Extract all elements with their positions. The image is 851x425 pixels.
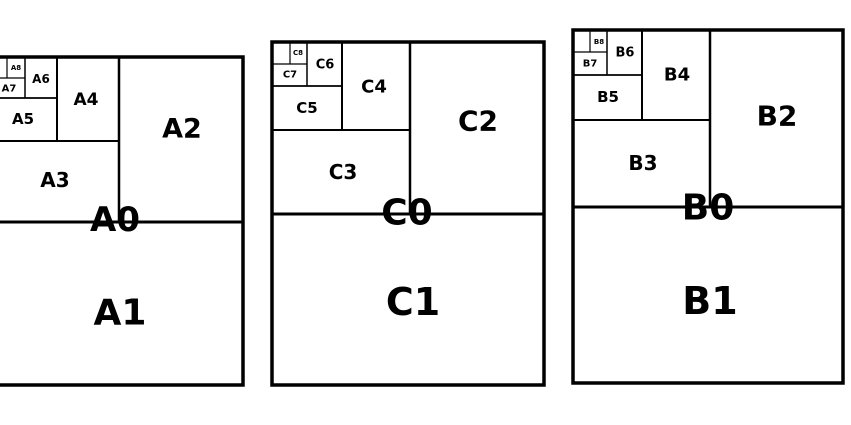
c1-label: C1 xyxy=(386,280,440,324)
b2-label: B2 xyxy=(757,100,798,133)
b-series-diagram: B0 B1 B2 B3 B4 B5 B6 B7 B8 xyxy=(571,28,845,385)
b3-label: B3 xyxy=(628,151,657,175)
a1-label: A1 xyxy=(94,293,147,334)
a8-label: A8 xyxy=(11,64,21,72)
c2-label: C2 xyxy=(458,105,498,138)
c5-label: C5 xyxy=(296,99,317,117)
a2-label: A2 xyxy=(162,114,202,145)
b4-label: B4 xyxy=(664,65,690,86)
a7-label: A7 xyxy=(2,84,17,95)
a6-label: A6 xyxy=(32,72,50,86)
c7-label: C7 xyxy=(283,70,297,81)
b5-label: B5 xyxy=(597,88,619,106)
c-series-diagram: C0 C1 C2 C3 C4 C5 C6 C7 C8 xyxy=(270,40,546,387)
b1-label: B1 xyxy=(682,279,737,323)
a5-label: A5 xyxy=(12,110,34,128)
c6-label: C6 xyxy=(316,58,335,73)
c4-label: C4 xyxy=(361,77,387,98)
b6-label: B6 xyxy=(616,46,635,61)
a-series-diagram: A0 A1 A2 A3 A4 A5 A6 A7 A8 xyxy=(0,55,245,387)
b8-label: B8 xyxy=(594,38,604,46)
a3-label: A3 xyxy=(40,168,69,192)
c0-label: C0 xyxy=(381,193,432,234)
a4-label: A4 xyxy=(74,90,99,110)
b0-label: B0 xyxy=(682,188,735,229)
c3-label: C3 xyxy=(329,160,358,184)
a0-label: A0 xyxy=(90,200,140,240)
b7-label: B7 xyxy=(583,59,598,70)
c8-label: C8 xyxy=(293,49,303,57)
